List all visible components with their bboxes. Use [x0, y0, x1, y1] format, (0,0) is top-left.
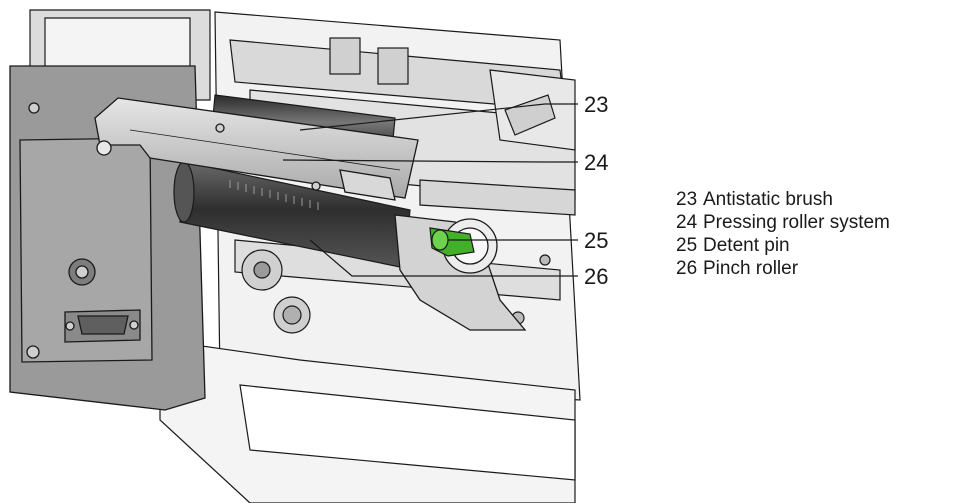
- callout-23: 23: [584, 92, 608, 117]
- legend-number: 25: [676, 235, 698, 256]
- callout-leader-lines: [282, 103, 578, 277]
- leader-line-23: [299, 103, 578, 131]
- pinch-roller: [173, 161, 411, 269]
- detent-pin: [429, 227, 475, 257]
- leader-line-26: [309, 239, 578, 277]
- legend-label: Pinch roller: [703, 258, 799, 279]
- legend-label: Detent pin: [703, 235, 790, 256]
- legend-number: 26: [676, 258, 698, 279]
- legend-label: Pressing roller system: [703, 212, 890, 233]
- callout-25: 25: [584, 228, 608, 253]
- legend-label: Antistatic brush: [703, 189, 833, 210]
- callout-24: 24: [584, 150, 608, 175]
- leader-line-24: [282, 159, 578, 163]
- legend-number: 24: [676, 212, 698, 233]
- pressing-roller-system: [94, 97, 527, 331]
- legend-number: 23: [676, 189, 698, 210]
- callout-26: 26: [584, 264, 608, 289]
